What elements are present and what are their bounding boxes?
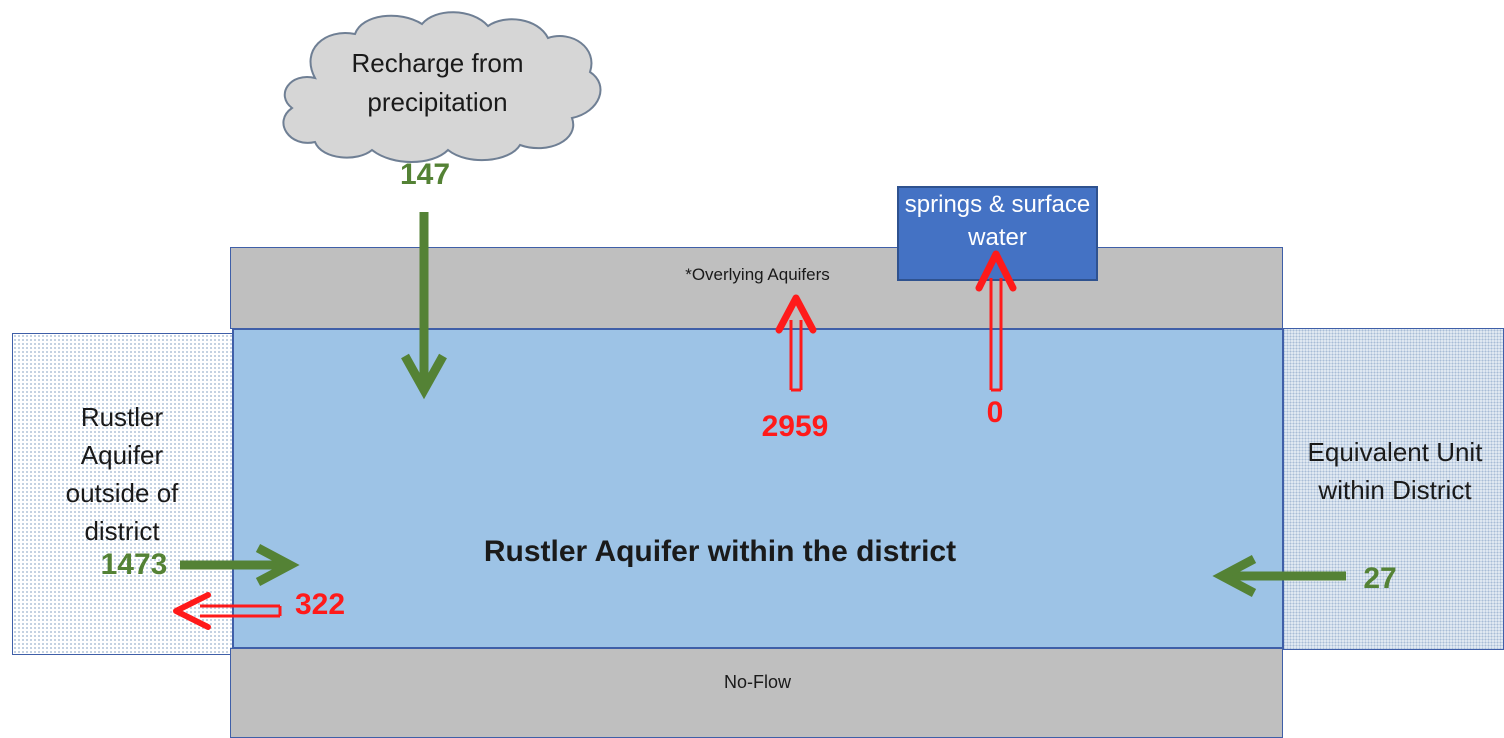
inflow-left-value: 1473 bbox=[100, 548, 168, 581]
no-flow-label: No-Flow bbox=[723, 672, 791, 692]
equivalent-unit-label: Equivalent Unit within District bbox=[1307, 437, 1483, 505]
rustler-aquifer-within-district-layer bbox=[232, 328, 1284, 649]
rustler-outside-district-label: Rustler Aquifer outside of district bbox=[65, 402, 179, 546]
overlying-aquifers-layer bbox=[230, 247, 1283, 329]
cloud-label: Recharge from precipitation bbox=[351, 48, 524, 117]
to-springs-value: 0 bbox=[986, 396, 1004, 429]
inflow-right-value: 27 bbox=[1363, 562, 1397, 595]
rustler-aquifer-within-district-label: Rustler Aquifer within the district bbox=[483, 535, 957, 568]
recharge-value: 147 bbox=[399, 158, 451, 191]
outflow-left-value: 322 bbox=[294, 588, 346, 621]
no-flow-layer bbox=[230, 648, 1283, 738]
equivalent-unit-box bbox=[1282, 328, 1504, 650]
springs-surface-water-box: springs & surface water bbox=[897, 186, 1098, 281]
to-overlying-value: 2959 bbox=[761, 410, 829, 443]
overlying-aquifers-label: *Overlying Aquifers bbox=[685, 265, 830, 284]
